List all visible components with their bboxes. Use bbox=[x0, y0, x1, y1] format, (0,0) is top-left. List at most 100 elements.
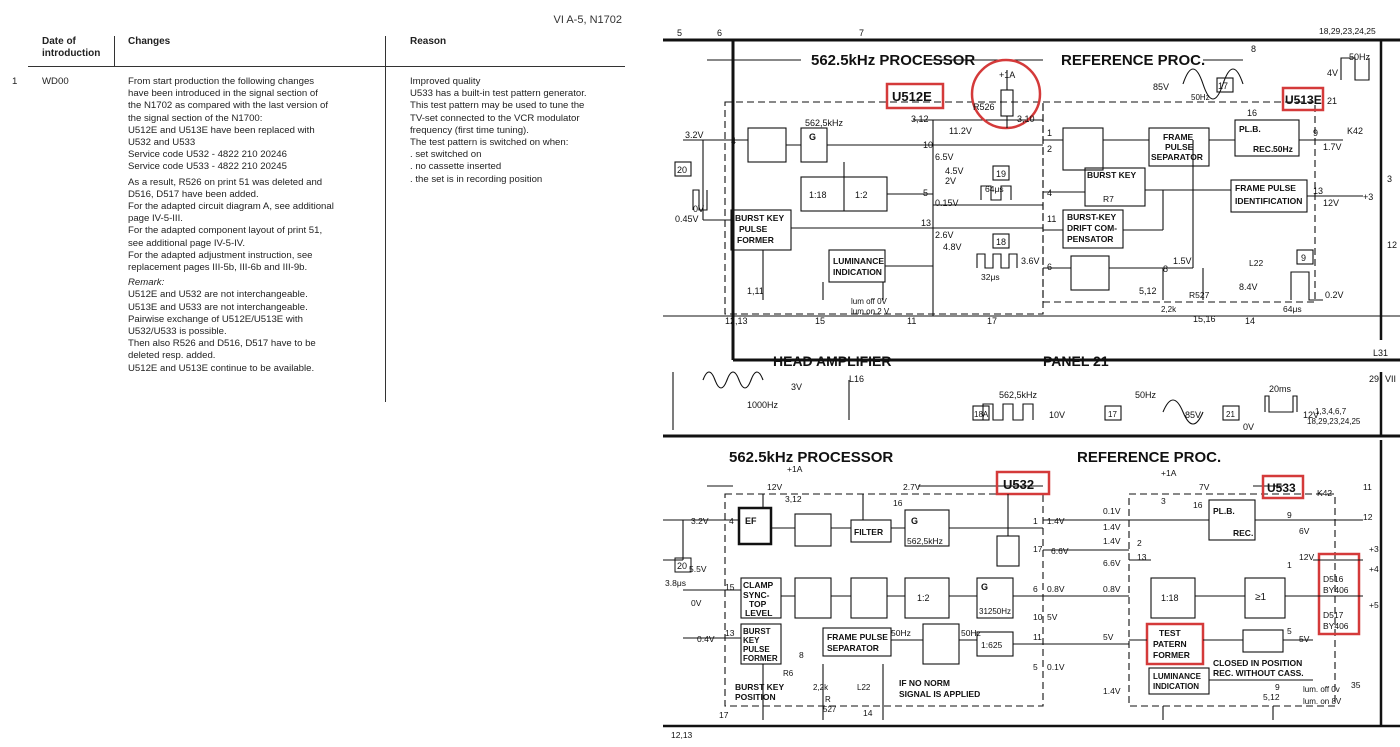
bottom-v12: 12V bbox=[767, 482, 782, 492]
top-tag-21: 21 bbox=[1327, 96, 1337, 106]
table-header-rule bbox=[28, 66, 625, 67]
bottom-rec: REC. bbox=[1233, 528, 1253, 538]
bottom-v14: 1.4V bbox=[1047, 516, 1065, 526]
bottom-50hz-b: 50Hz bbox=[961, 628, 981, 638]
mid-562khz: 562,5kHz bbox=[999, 390, 1038, 400]
header-reason: Reason bbox=[410, 36, 447, 47]
top-plb: PL.B. bbox=[1239, 124, 1261, 134]
service-document: VI A-5, N1702 Date of introduction Chang… bbox=[0, 0, 640, 747]
bottom-v01: 0.1V bbox=[1047, 662, 1065, 672]
bottom-50hz-a: 50Hz bbox=[891, 628, 911, 638]
top-v84: 8.4V bbox=[1239, 282, 1258, 292]
page-reference: VI A-5, N1702 bbox=[553, 14, 623, 26]
bottom-v04: 0.4V bbox=[697, 634, 715, 644]
top-pin: 16 bbox=[1247, 108, 1257, 118]
bottom-v12b: 12V bbox=[1299, 552, 1314, 562]
bottom-lum-on: lum. on 8V bbox=[1303, 697, 1342, 706]
diode-d517: D517 bbox=[1323, 610, 1344, 620]
bottom-pin: 17 bbox=[1033, 544, 1043, 554]
bottom-lum-off: lum. off 0v bbox=[1303, 685, 1340, 694]
top-ic-u512e: U512E bbox=[892, 89, 932, 104]
bottom-pin: 8 bbox=[799, 650, 804, 660]
circuit-schematic: 562.5kHz PROCESSOR REFERENCE PROC. U512E… bbox=[663, 0, 1400, 747]
bottom-v08b: 0.8V bbox=[1103, 584, 1121, 594]
bottom-pin: 12 bbox=[1363, 512, 1373, 522]
bottom-fps-1: FRAME PULSE bbox=[827, 632, 888, 642]
bottom-r6: R6 bbox=[783, 669, 794, 678]
bottom-clamp-2: SYNC- bbox=[743, 590, 770, 600]
bottom-clamp-4: LEVEL bbox=[745, 608, 772, 618]
top-64us: 64μs bbox=[985, 184, 1004, 194]
top-pin: 11 bbox=[1047, 214, 1056, 224]
bottom-bkpos-1: BURST KEY bbox=[735, 682, 784, 692]
top-rec: REC. bbox=[1253, 144, 1273, 154]
bottom-562khz: 562,5kHz bbox=[907, 536, 943, 546]
top-fps-2: PULSE bbox=[1165, 142, 1194, 152]
bottom-bkp-2: KEY bbox=[743, 636, 760, 645]
top-32us: 32μs bbox=[981, 272, 1000, 282]
top-bkp-2: PULSE bbox=[739, 224, 768, 234]
bottom-ifnn-2: SIGNAL IS APPLIED bbox=[899, 689, 980, 699]
top-bkd-3: PENSATOR bbox=[1067, 234, 1113, 244]
top-pin: 4 bbox=[1047, 188, 1052, 198]
mid-20ms: 20ms bbox=[1269, 384, 1292, 394]
top-fpi-2: IDENTIFICATION bbox=[1235, 196, 1302, 206]
top-pin: 5 bbox=[923, 188, 928, 198]
top-pin: 15,16 bbox=[1193, 314, 1216, 324]
bottom-v7: 7V bbox=[1199, 482, 1210, 492]
bottom-clamp-3: TOP bbox=[749, 599, 767, 609]
bottom-r527-a: R bbox=[825, 695, 831, 704]
bottom-closed-2: REC. WITHOUT CASS. bbox=[1213, 668, 1304, 678]
top-pin: 12 bbox=[1387, 240, 1397, 250]
column-divider-1 bbox=[114, 36, 115, 66]
mid-tag-21: 21 bbox=[1226, 410, 1235, 419]
bottom-pin: 13 bbox=[725, 628, 735, 638]
bottom-k42: K42 bbox=[1317, 488, 1332, 498]
top-pin: 17 bbox=[987, 316, 997, 326]
top-l22: L22 bbox=[1249, 258, 1263, 268]
top-title-left: 562.5kHz PROCESSOR bbox=[811, 52, 975, 69]
top-fps-1: FRAME bbox=[1163, 132, 1194, 142]
top-50hz-block: 50Hz bbox=[1273, 144, 1293, 154]
mid-50hz: 50Hz bbox=[1135, 390, 1157, 400]
top-pin: 14 bbox=[1245, 316, 1255, 326]
top-pin: 6 bbox=[1047, 262, 1052, 272]
top-pin: 6 bbox=[717, 28, 722, 38]
top-pin: 8 bbox=[1163, 264, 1168, 274]
top-v26: 2.6V bbox=[935, 230, 954, 240]
top-v36: 3.6V bbox=[1021, 256, 1040, 266]
bottom-pin: 9 bbox=[1275, 682, 1280, 692]
header-date: Date of introduction bbox=[42, 36, 101, 59]
bottom-v5: 5V bbox=[1047, 612, 1058, 622]
bottom-ic-u533: U533 bbox=[1267, 481, 1296, 495]
bottom-bkpos-2: POSITION bbox=[735, 692, 776, 702]
top-tag-19: 19 bbox=[996, 169, 1006, 179]
top-pin: 3 bbox=[1387, 174, 1392, 184]
mid-bus-b: 18,29,23,24,25 bbox=[1307, 417, 1361, 426]
bottom-v0: 0V bbox=[691, 598, 702, 608]
bottom-v01b: 0.1V bbox=[1103, 506, 1121, 516]
bottom-plus5: +5 bbox=[1369, 600, 1379, 610]
mid-3v: 3V bbox=[791, 382, 802, 392]
bottom-pin: 12,13 bbox=[671, 730, 693, 740]
top-tag-17: 17 bbox=[1218, 81, 1228, 91]
bottom-pin: 16 bbox=[1193, 500, 1203, 510]
bottom-supply-left: +1A bbox=[787, 464, 803, 474]
bottom-pin: 15 bbox=[725, 582, 735, 592]
top-burst-key: BURST KEY bbox=[1087, 170, 1136, 180]
mid-1000hz: 1000Hz bbox=[747, 400, 779, 410]
bottom-pin: 4 bbox=[729, 516, 734, 526]
bottom-plus3: +3 bbox=[1369, 544, 1379, 554]
bottom-g1: G bbox=[911, 516, 918, 526]
top-pin: 8 bbox=[1251, 44, 1256, 54]
bottom-v14c: 1.4V bbox=[1103, 536, 1121, 546]
bottom-v66b: 6.6V bbox=[1103, 558, 1121, 568]
top-pin: 4 bbox=[731, 136, 736, 146]
bottom-pin: 2 bbox=[1137, 538, 1142, 548]
bottom-pin: 13 bbox=[1137, 552, 1147, 562]
bottom-lum-2: INDICATION bbox=[1153, 682, 1199, 691]
top-freq-562: 562,5kHz bbox=[805, 118, 844, 128]
diode-by406-a: BY406 bbox=[1323, 585, 1349, 595]
reason-text: Improved quality U533 has a built-in tes… bbox=[410, 76, 587, 185]
top-r527: R527 bbox=[1189, 290, 1210, 300]
